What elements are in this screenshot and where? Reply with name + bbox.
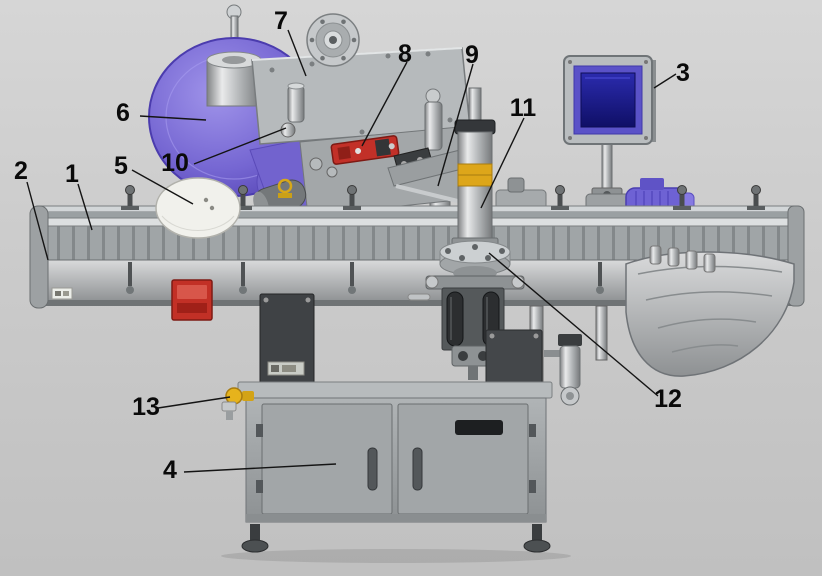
curved-guide xyxy=(625,245,795,377)
leader-line-9 xyxy=(437,63,474,187)
callout-3: 3 xyxy=(676,59,690,87)
knob-cylinder xyxy=(424,88,443,151)
screen-display xyxy=(580,72,636,128)
door-handle xyxy=(412,447,423,491)
callout-7: 7 xyxy=(274,7,288,35)
air-filter-regulator xyxy=(544,334,582,406)
control-screen xyxy=(563,55,656,145)
name-plate xyxy=(51,287,73,300)
peel-roller xyxy=(280,122,296,138)
red-box xyxy=(171,279,213,321)
callout-6: 6 xyxy=(116,99,130,127)
hinge xyxy=(529,480,536,493)
vent-slot xyxy=(455,420,503,435)
guide-roller-small xyxy=(287,82,305,123)
leader-line-12 xyxy=(488,252,659,397)
flanged-roller xyxy=(306,13,360,67)
rail-brackets xyxy=(121,185,765,210)
callouts: 1 2 3 4 5 6 7 8 9 10 11 12 13 xyxy=(14,7,690,484)
press-flange xyxy=(439,240,511,264)
leader-line-11 xyxy=(480,117,525,209)
tension-spring xyxy=(277,178,293,194)
hinge xyxy=(256,480,263,493)
label-applicator-red xyxy=(330,135,400,165)
leader-line-3 xyxy=(653,73,677,89)
leader-line-13 xyxy=(157,396,231,409)
callout-1: 1 xyxy=(65,160,79,188)
leader-line-6 xyxy=(139,115,207,121)
callout-13: 13 xyxy=(132,393,160,421)
callout-10: 10 xyxy=(161,149,189,177)
leveling-foot xyxy=(241,524,269,553)
labeling-head xyxy=(249,13,477,223)
conveyor xyxy=(29,185,805,361)
callout-9: 9 xyxy=(465,41,479,69)
leader-line-1 xyxy=(77,183,93,231)
air-valve-yellow xyxy=(221,387,254,420)
callout-5: 5 xyxy=(114,152,128,180)
hinge xyxy=(529,424,536,437)
hinge xyxy=(256,424,263,437)
cabinet-top xyxy=(237,381,553,399)
press-cylinder xyxy=(457,131,493,243)
callout-2: 2 xyxy=(14,157,28,185)
door-handle xyxy=(367,447,378,491)
leader-line-10 xyxy=(193,127,287,165)
conveyor-left-end xyxy=(29,205,49,309)
wrap-roller xyxy=(446,291,464,347)
leader-line-7 xyxy=(287,29,307,77)
callout-12: 12 xyxy=(654,385,682,413)
leader-line-4 xyxy=(183,463,337,473)
press-unit xyxy=(439,87,511,280)
control-box xyxy=(259,293,315,393)
callout-8: 8 xyxy=(398,40,412,68)
leader-line-8 xyxy=(361,61,408,147)
cabinet xyxy=(237,381,553,553)
leader-line-5 xyxy=(131,169,194,205)
leveling-foot xyxy=(523,524,551,553)
turntable-disc xyxy=(155,177,241,239)
front-guide-rail xyxy=(37,217,799,227)
callout-4: 4 xyxy=(163,456,177,484)
leader-line-2 xyxy=(26,181,49,261)
conveyor-leg xyxy=(595,305,608,361)
callout-11: 11 xyxy=(510,94,537,122)
